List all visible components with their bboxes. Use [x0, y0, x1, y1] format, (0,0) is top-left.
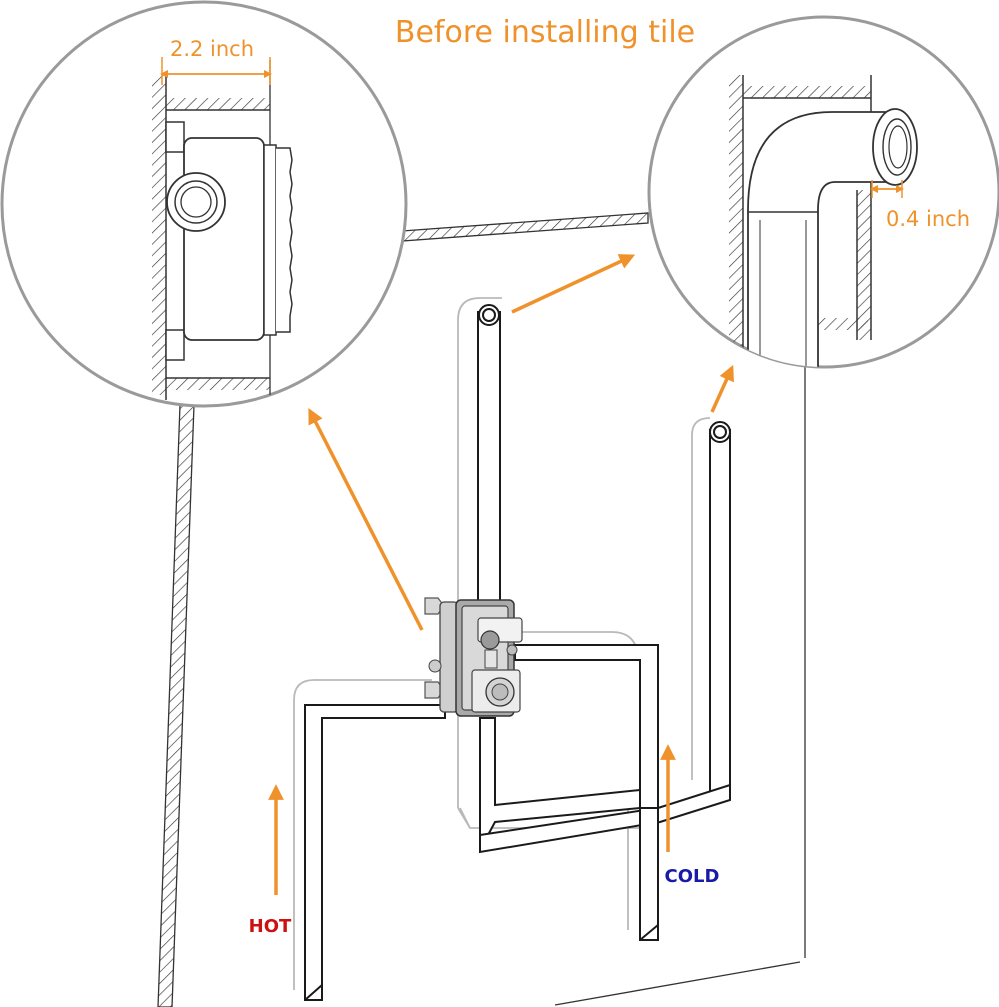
wall-slab-top [401, 212, 649, 242]
valve-body [424, 597, 523, 717]
pointer-arrows [268, 254, 734, 895]
pipe-hot-supply [304, 704, 446, 1001]
detail-circle-right: 0.4 inch [647, 15, 999, 369]
pipe-riser-shower [477, 304, 501, 616]
arrow-to-right-detail [511, 254, 636, 314]
arrow-to-left-detail [308, 407, 424, 631]
cold-label: COLD [665, 866, 720, 887]
wall-slab-left [157, 404, 195, 1007]
pipe-outline-gray [293, 297, 711, 990]
detail-circle-left: 2.2 inch [0, 0, 408, 408]
dimension-label-right: 0.4 inch [886, 207, 970, 231]
hot-label: HOT [249, 916, 292, 937]
dimension-label-left: 2.2 inch [170, 37, 254, 61]
arrow-tub-riser-up [710, 364, 734, 413]
pipe-riser-tub [709, 421, 731, 796]
pipe-loop [304, 644, 731, 1001]
floor-dimension-line [554, 961, 801, 1006]
diagram-title: Before installing tile [395, 15, 695, 50]
